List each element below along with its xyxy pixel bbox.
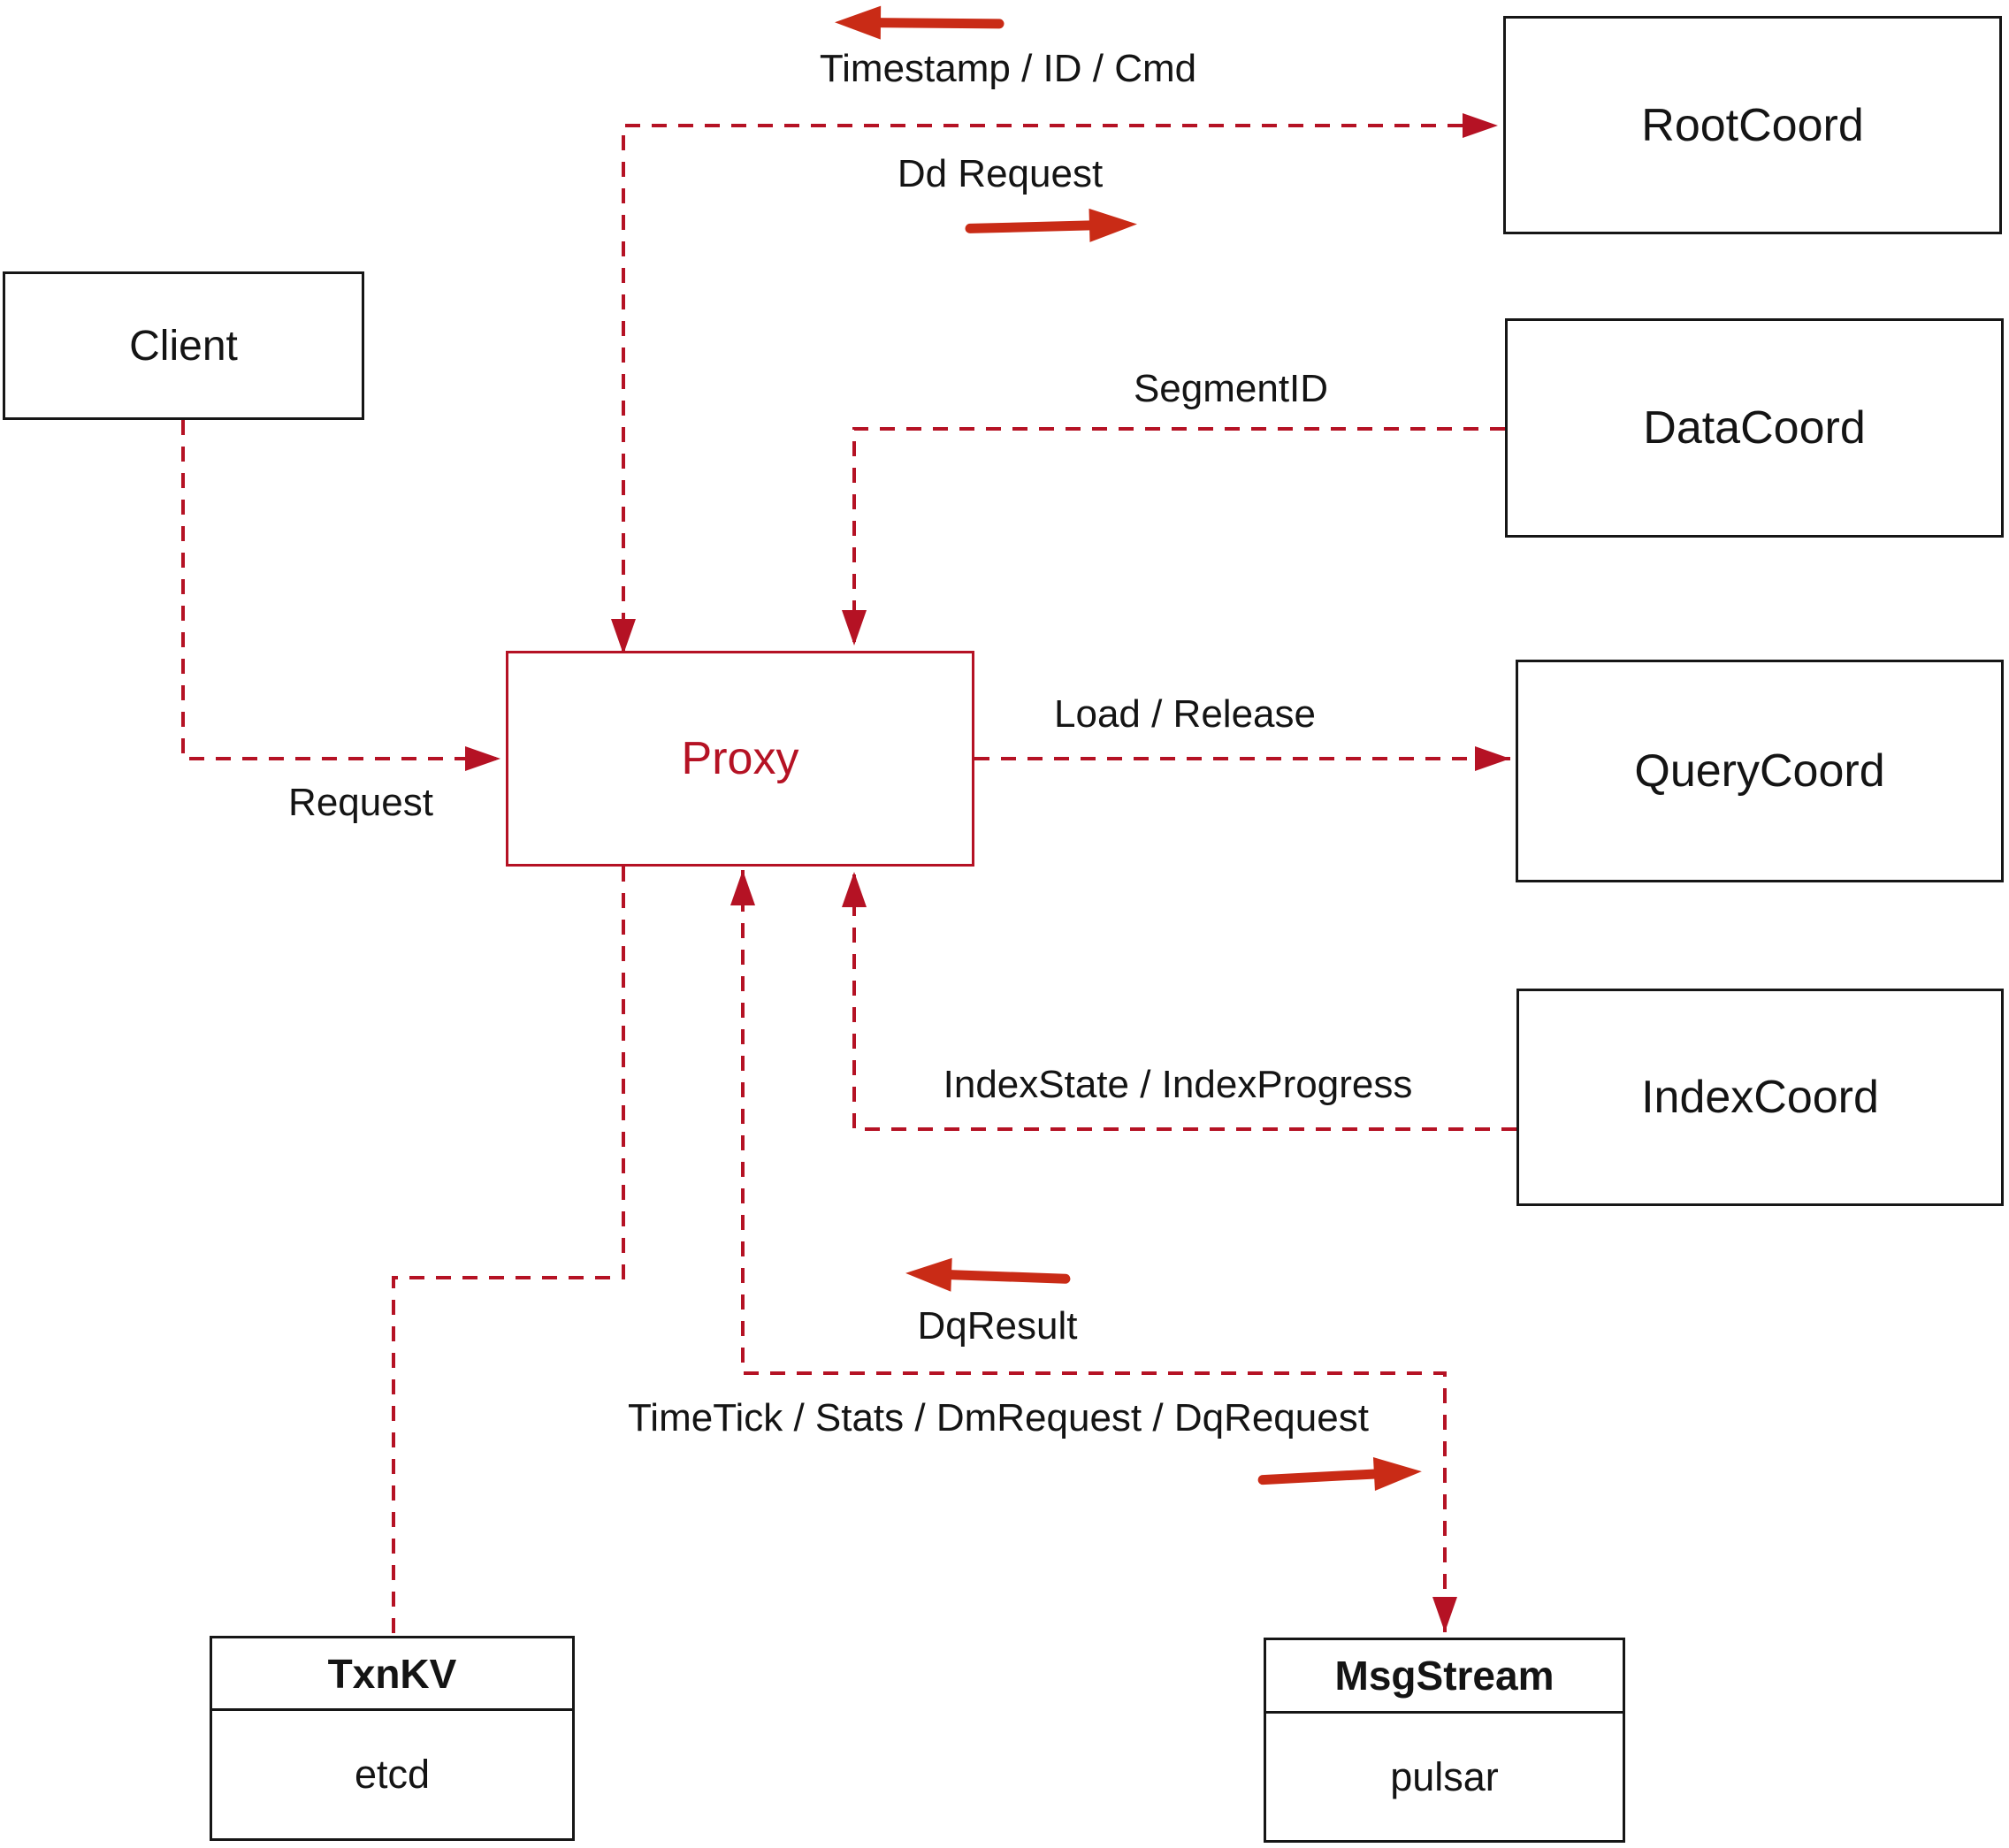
node-client: Client [3,271,364,420]
node-proxy: Proxy [506,651,974,867]
edge-label-segment-id: SegmentID [1133,367,1329,410]
node-client-label: Client [129,322,238,370]
edge-label-dd-request: Dd Request [897,152,1104,195]
node-rootcoord-label: RootCoord [1641,99,1864,151]
node-txnkv-title: TxnKV [327,1650,457,1697]
edge-label-dq-result: DqResult [917,1304,1078,1348]
proxy-to-rootcoord-direction-arrow-icon [965,208,1137,242]
node-msgstream-title: MsgStream [1334,1653,1554,1699]
node-querycoord-label: QueryCoord [1634,745,1885,797]
node-txnkv-header: TxnKV [212,1638,572,1711]
edge-datacoord-to-proxy [842,427,1505,645]
edge-label-index-state-progress: IndexState / IndexProgress [943,1063,1413,1106]
node-txnkv-body: etcd [212,1711,572,1838]
node-msgstream-impl: pulsar [1390,1753,1499,1799]
node-rootcoord: RootCoord [1503,16,2002,234]
node-msgstream-header: MsgStream [1266,1640,1623,1714]
edge-proxy-rootcoord [611,113,1498,654]
edge-proxy-msgstream [730,870,1457,1632]
edge-label-time-tick: TimeTick / Stats / DmRequest / DqRequest [628,1396,1369,1439]
node-datacoord-label: DataCoord [1643,402,1866,454]
node-txnkv: TxnKV etcd [210,1636,575,1841]
node-datacoord: DataCoord [1505,318,2004,538]
edge-proxy-to-txnkv [392,867,625,1636]
proxy-to-msgstream-direction-arrow-icon [1257,1457,1422,1491]
node-txnkv-impl: etcd [354,1752,431,1797]
edge-label-request: Request [288,781,433,824]
node-msgstream-body: pulsar [1266,1714,1623,1840]
edge-label-load-release: Load / Release [1054,692,1316,736]
node-indexcoord-label: IndexCoord [1641,1072,1879,1123]
rootcoord-to-proxy-direction-arrow-icon [835,5,1004,40]
node-querycoord: QueryCoord [1516,660,2004,882]
node-indexcoord: IndexCoord [1516,989,2004,1206]
edge-client-to-proxy [181,420,500,771]
node-proxy-label: Proxy [681,733,799,784]
edge-label-timestamp-id-cmd: Timestamp / ID / Cmd [819,47,1197,90]
node-msgstream: MsgStream pulsar [1264,1638,1625,1843]
msgstream-to-proxy-direction-arrow-icon [905,1257,1071,1292]
